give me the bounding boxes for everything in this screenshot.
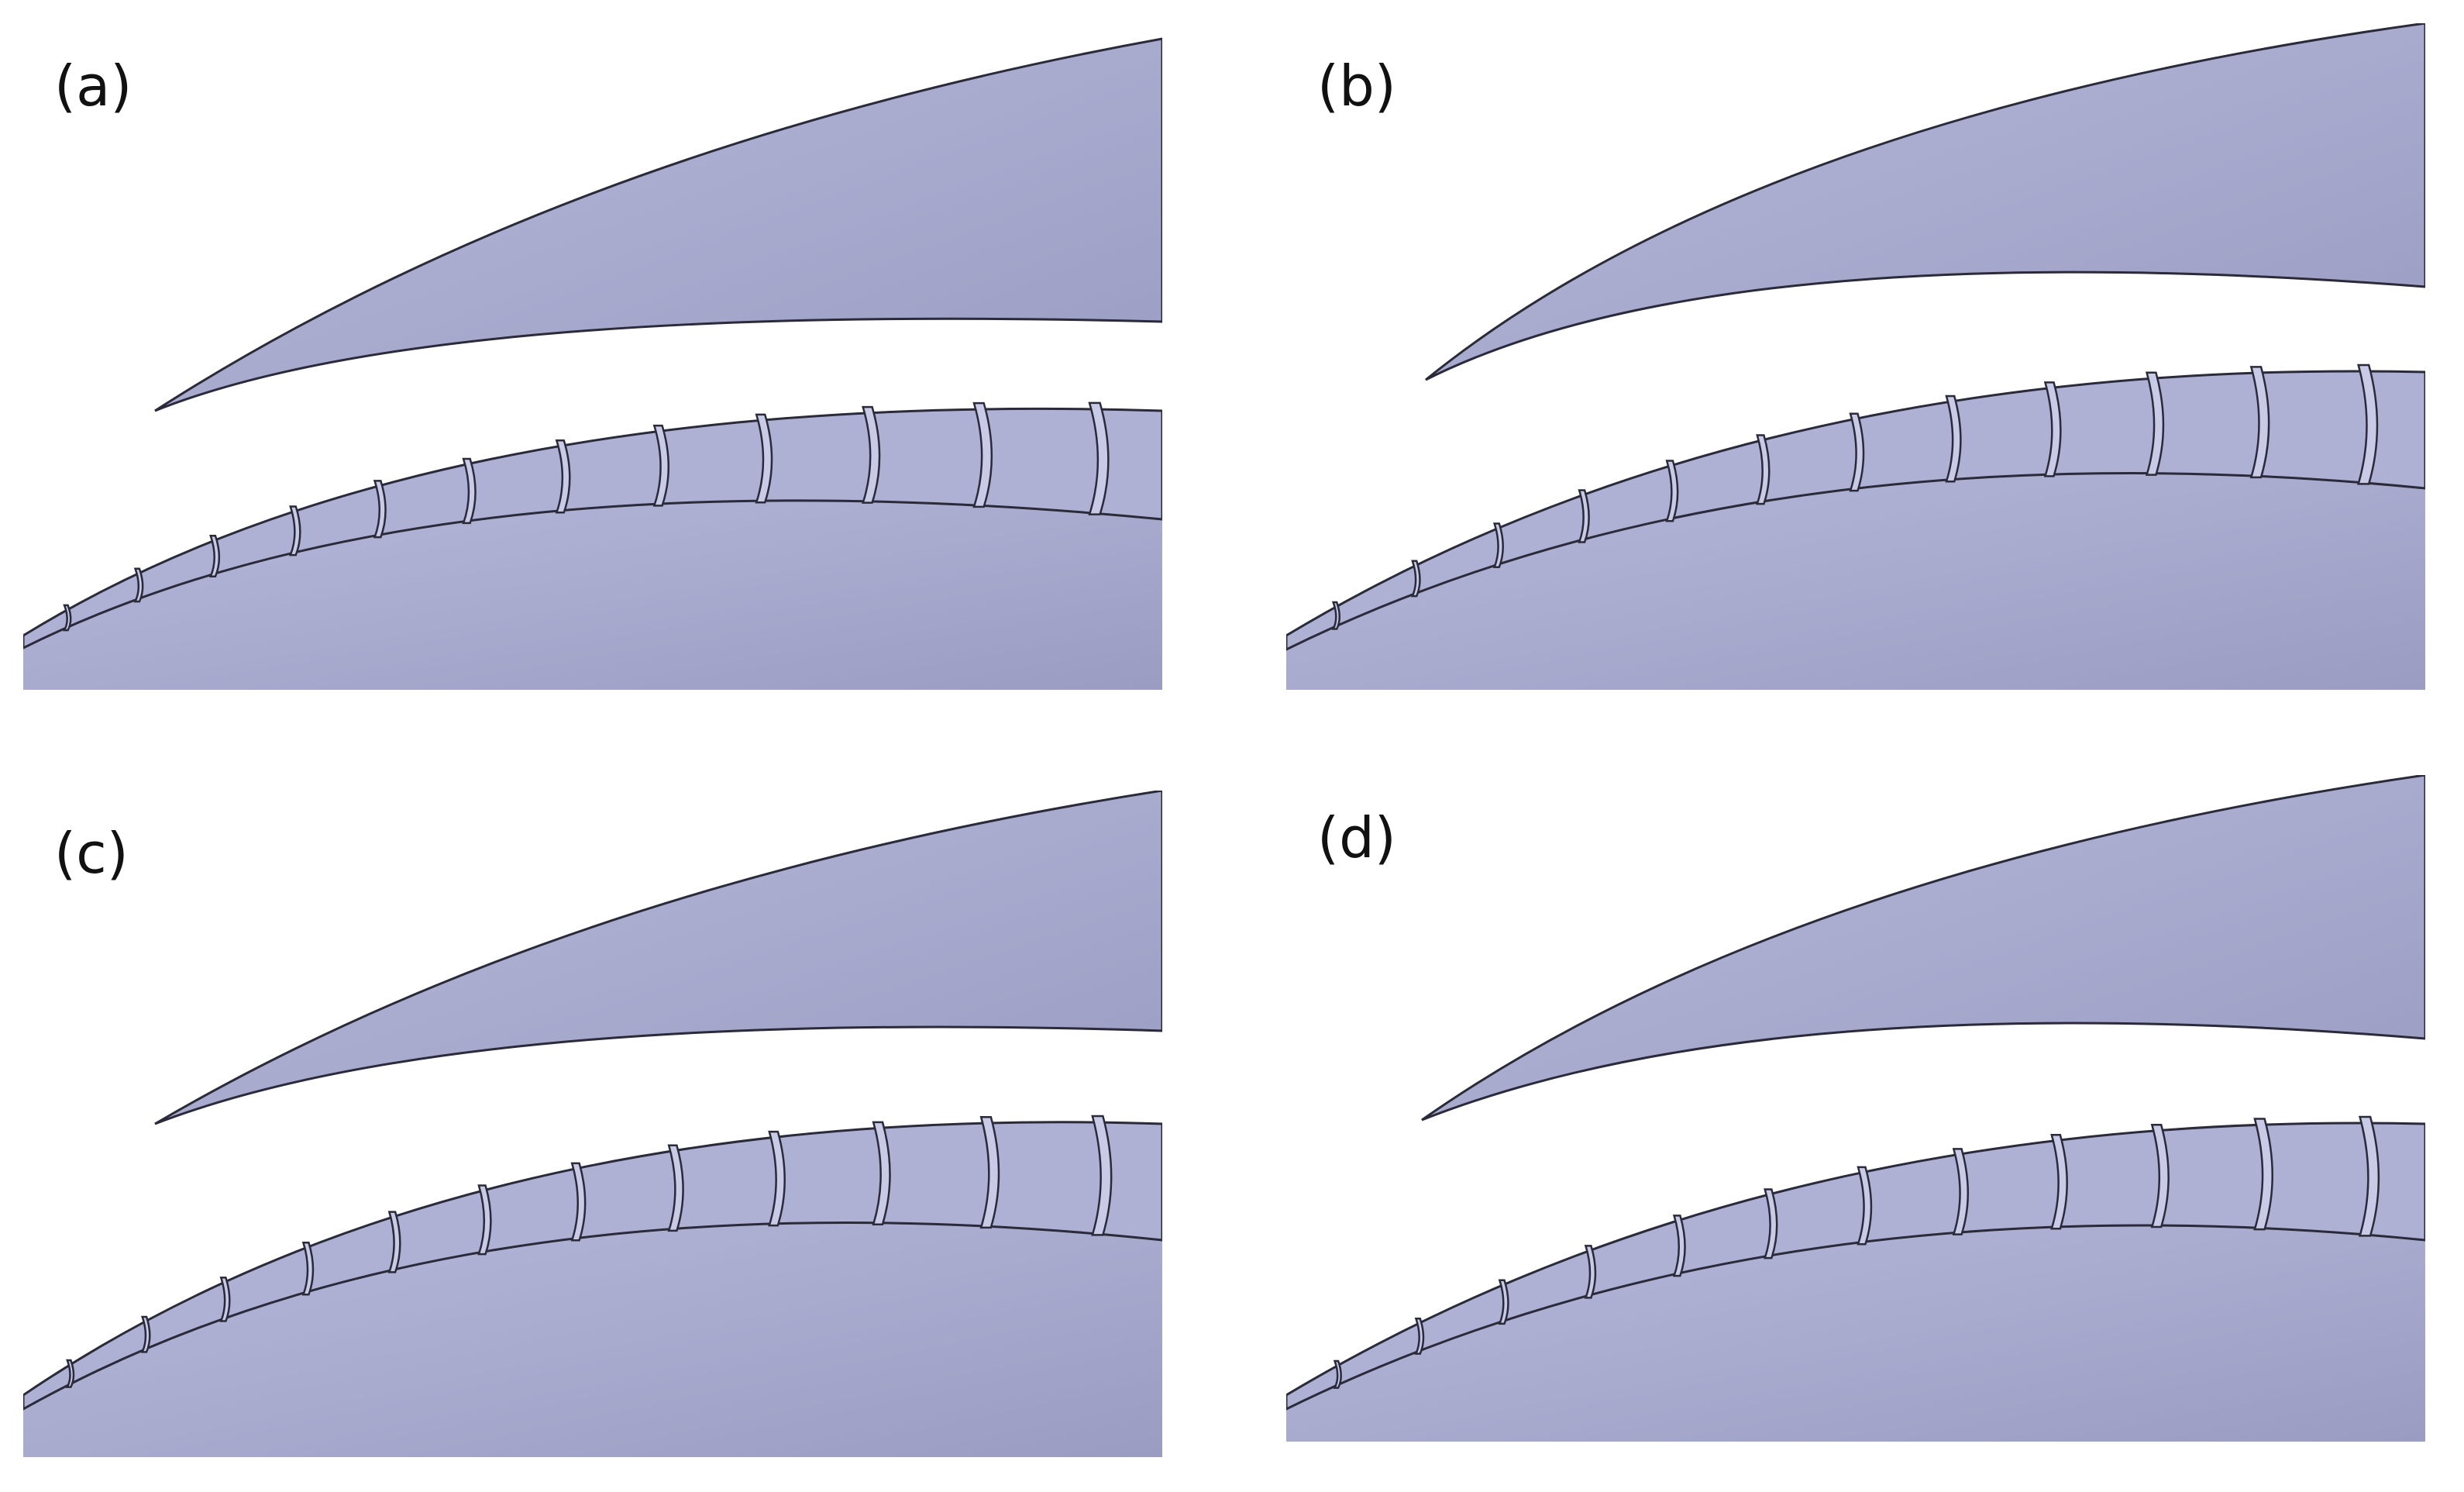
panel-a-label: (a) — [54, 53, 132, 119]
rib — [62, 604, 72, 632]
rib — [1088, 401, 1110, 515]
rib — [1331, 601, 1341, 630]
rib — [288, 505, 301, 556]
panel-a-drawing — [23, 37, 1162, 690]
rib — [2358, 1115, 2380, 1237]
lower-body-surface — [1286, 1225, 2425, 1442]
rib — [477, 1184, 492, 1256]
rib — [1414, 1317, 1425, 1355]
rib — [1333, 1359, 1342, 1389]
rib — [2150, 1124, 2170, 1228]
ribbed-band — [1286, 370, 2425, 651]
rib — [2357, 364, 2379, 485]
rib — [2043, 381, 2062, 477]
rib — [65, 1359, 75, 1388]
panel-c-label: (c) — [54, 821, 129, 886]
upper-blade-surface — [1421, 775, 2425, 1122]
rib — [1756, 434, 1771, 505]
rib — [872, 1121, 891, 1225]
rib — [219, 1277, 231, 1322]
rib — [2253, 1118, 2273, 1231]
panel-b-label: (b) — [1317, 53, 1396, 119]
ribbed-band — [1286, 1122, 2425, 1411]
rib — [373, 480, 387, 539]
rib — [555, 439, 571, 514]
rib — [1492, 522, 1504, 568]
upper-blade-surface — [154, 791, 1162, 1125]
rib — [2050, 1133, 2068, 1230]
lower-body-surface — [23, 1222, 1162, 1457]
lower-body-surface — [23, 500, 1162, 690]
rib — [2249, 366, 2270, 479]
rib — [140, 1315, 151, 1353]
rib — [1665, 460, 1679, 522]
rib — [1410, 560, 1421, 598]
panel-c-drawing — [23, 791, 1162, 1457]
rib — [1945, 395, 1962, 483]
ribbed-band — [23, 1121, 1162, 1411]
rib — [667, 1144, 684, 1232]
rib — [1578, 489, 1590, 543]
upper-blade-surface — [1425, 23, 2425, 381]
rib — [1672, 1215, 1686, 1277]
rib — [972, 401, 993, 508]
panel-a: (a) — [23, 23, 1162, 690]
rib — [862, 405, 881, 504]
rib — [1498, 1279, 1509, 1325]
rib — [1764, 1188, 1778, 1259]
rib — [755, 413, 773, 504]
panel-b: (b) — [1286, 23, 2425, 690]
rib — [133, 567, 144, 603]
lower-body-surface — [1286, 473, 2425, 690]
rib — [208, 534, 221, 577]
rib — [1857, 1166, 1873, 1246]
rib — [768, 1130, 786, 1227]
rib — [1952, 1148, 1969, 1235]
panel-d-label: (d) — [1317, 805, 1396, 870]
rib — [979, 1115, 1000, 1229]
rib — [1849, 412, 1865, 492]
rib — [462, 457, 477, 525]
rib — [301, 1241, 315, 1296]
panel-d: (d) — [1286, 775, 2425, 1442]
rib — [570, 1162, 587, 1242]
rib — [1091, 1115, 1113, 1236]
rib — [1584, 1245, 1597, 1299]
rib — [387, 1211, 401, 1273]
panel-c: (c) — [23, 791, 1162, 1457]
upper-blade-surface — [154, 37, 1162, 412]
rib — [2145, 371, 2165, 476]
panel-b-drawing — [1286, 23, 2425, 690]
rib — [652, 424, 669, 507]
panel-d-drawing — [1286, 775, 2425, 1442]
